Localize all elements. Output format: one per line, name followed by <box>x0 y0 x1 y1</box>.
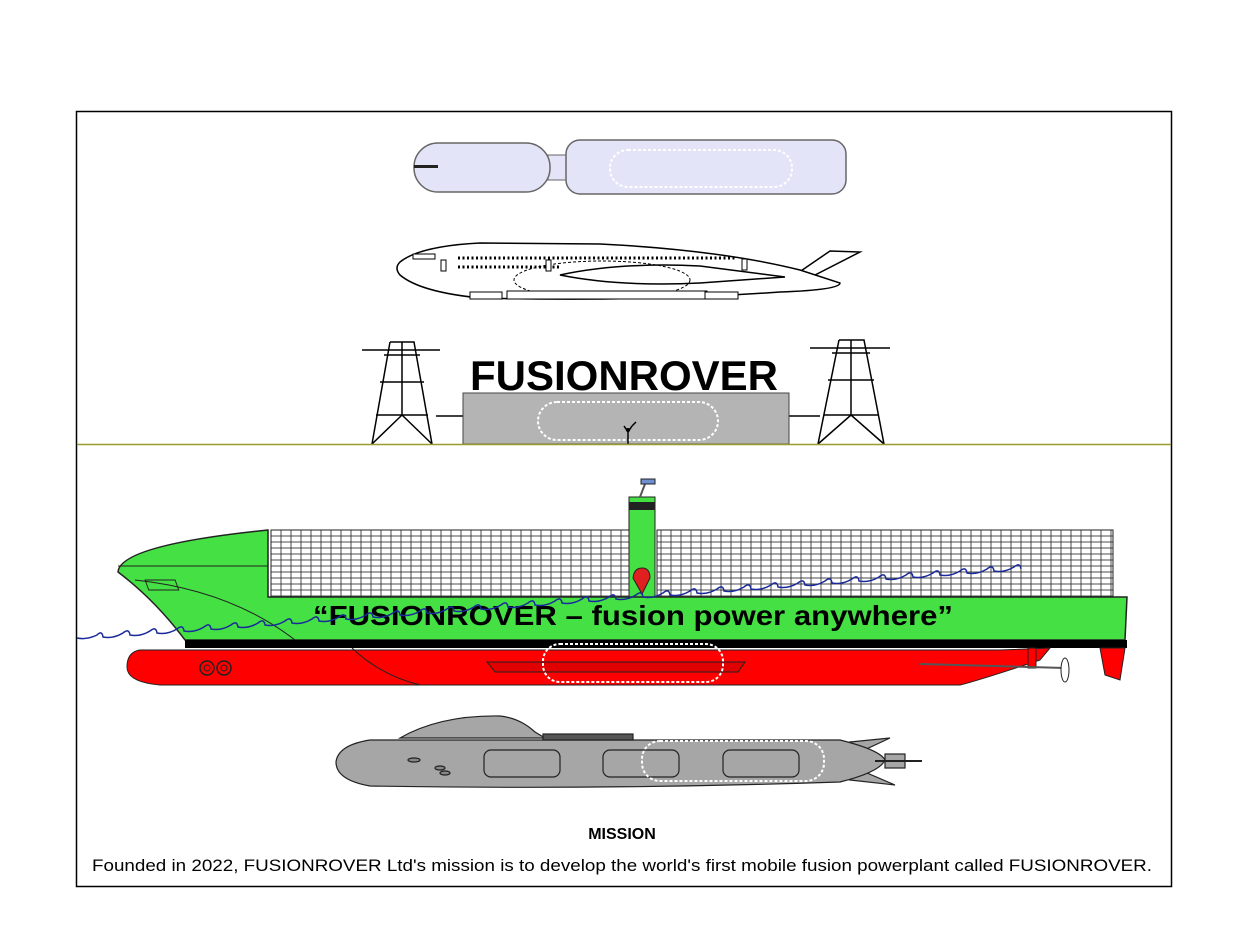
mission-heading: MISSION <box>588 826 656 843</box>
ship-slogan: “FUSIONROVER – fusion power anywhere” <box>313 600 953 631</box>
water-waves <box>76 564 1022 640</box>
mission-text: Founded in 2022, FUSIONROVER Ltd's missi… <box>92 857 1152 875</box>
brand-title: FUSIONROVER <box>470 352 778 399</box>
pylon-right <box>789 339 890 445</box>
submarine <box>335 715 922 788</box>
airplane <box>396 242 863 300</box>
pylon-left <box>362 341 463 445</box>
airship <box>413 139 847 195</box>
powerplant-building <box>462 392 790 445</box>
